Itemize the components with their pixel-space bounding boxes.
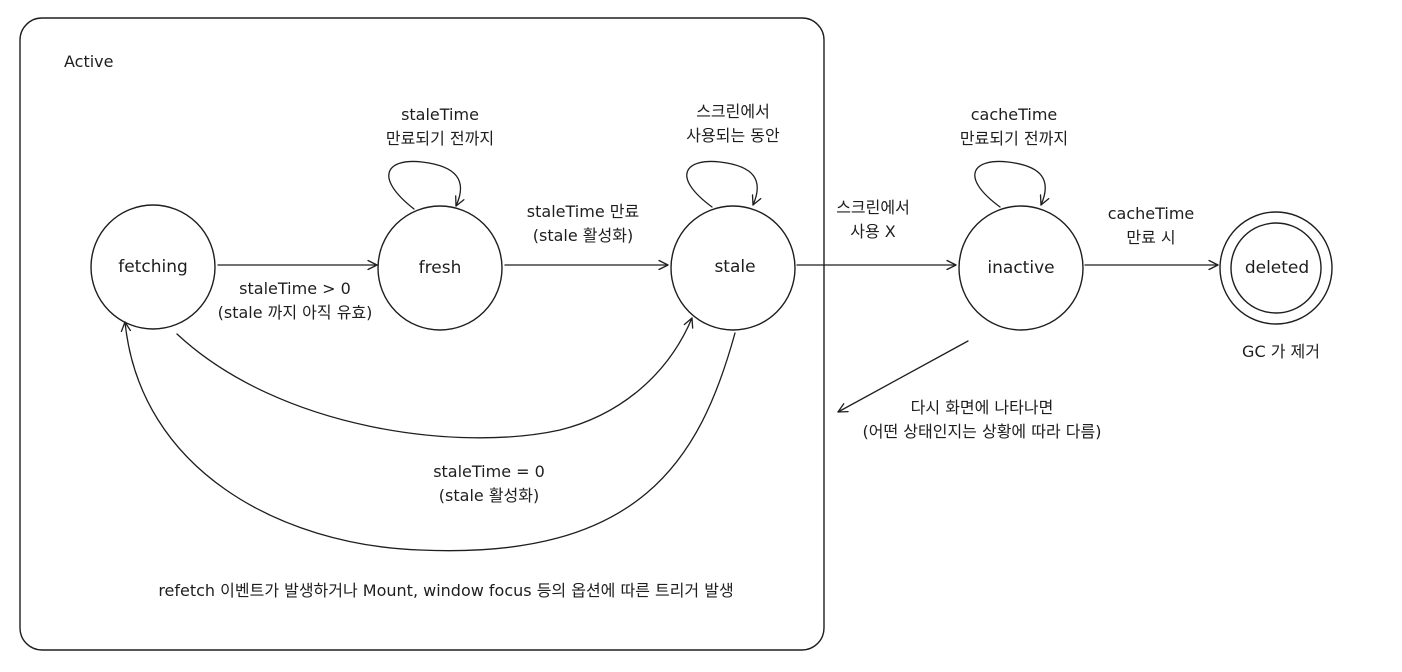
inactive-to-deleted-label: cacheTime 만료 시 [1108, 202, 1195, 250]
stale-to-fetching-arrow [120, 321, 736, 552]
fresh-loop-label: staleTime 만료되기 전까지 [386, 103, 494, 151]
inactive-self-loop [974, 160, 1050, 208]
stale-label: stale [714, 257, 756, 277]
fresh-to-stale-label: staleTime 만료 (stale 활성화) [527, 200, 639, 248]
stale-to-inactive-line-2: 사용 X [850, 222, 896, 241]
fresh-self-loop [388, 160, 465, 210]
inactive-return-line-1: 다시 화면에 나타나면 [910, 398, 1054, 417]
inactive-label: inactive [987, 258, 1055, 278]
active-region-title: Active [64, 52, 114, 71]
fetching-to-stale-arrow [176, 317, 694, 439]
inactive-node [958, 205, 1084, 331]
stale-to-inactive-line-1: 스크린에서 [836, 198, 910, 217]
deleted-node-outer [1219, 211, 1333, 325]
inactive-loop-label: cacheTime 만료되기 전까지 [960, 103, 1068, 151]
fetching-to-fresh-line-1: staleTime > 0 [239, 279, 351, 298]
inactive-return-line-2: (어떤 상태인지는 상황에 따라 다름) [862, 422, 1102, 441]
fetching-to-fresh-label: staleTime > 0 (stale 까지 아직 유효) [218, 277, 373, 325]
fresh-loop-line-2: 만료되기 전까지 [385, 129, 495, 148]
deleted-node-inner [1230, 222, 1322, 314]
inactive-to-deleted-line-1: cacheTime [1107, 204, 1195, 223]
fresh-node [377, 205, 503, 331]
stale-loop-label: 스크린에서 사용되는 동안 [686, 100, 779, 148]
fresh-loop-line-1: staleTime [401, 105, 479, 124]
fetching-label: fetching [118, 257, 188, 277]
active-region [19, 17, 825, 651]
stale-loop-line-1: 스크린에서 [696, 102, 770, 121]
inactive-loop-line-2: 만료되기 전까지 [959, 129, 1069, 148]
inactive-to-deleted-line-2: 만료 시 [1126, 228, 1176, 247]
deleted-label: deleted [1244, 258, 1310, 278]
inactive-return-arrow [837, 340, 969, 413]
fetching-to-stale-label: staleTime = 0 (stale 활성화) [433, 460, 545, 508]
deleted-caption: GC 가 제거 [1242, 342, 1320, 361]
fresh-to-stale-line-1: staleTime 만료 [526, 202, 640, 221]
stale-loop-line-2: 사용되는 동안 [686, 126, 780, 145]
stale-to-inactive-label: 스크린에서 사용 X [836, 196, 910, 244]
stale-node [670, 205, 796, 331]
refetch-trigger-label: refetch 이벤트가 발생하거나 Mount, window focus 등… [158, 581, 734, 600]
fresh-to-stale-line-2: (stale 활성화) [532, 226, 634, 245]
fetching-to-stale-line-1: staleTime = 0 [433, 462, 545, 481]
fresh-label: fresh [418, 258, 462, 278]
stale-self-loop [686, 160, 762, 208]
fetching-to-fresh-line-2: (stale 까지 아직 유효) [217, 303, 373, 322]
fetching-node [90, 204, 216, 330]
inactive-return-label: 다시 화면에 나타나면 (어떤 상태인지는 상황에 따라 다름) [863, 396, 1102, 444]
inactive-loop-line-1: cacheTime [970, 105, 1058, 124]
fetching-to-stale-line-2: (stale 활성화) [438, 486, 540, 505]
